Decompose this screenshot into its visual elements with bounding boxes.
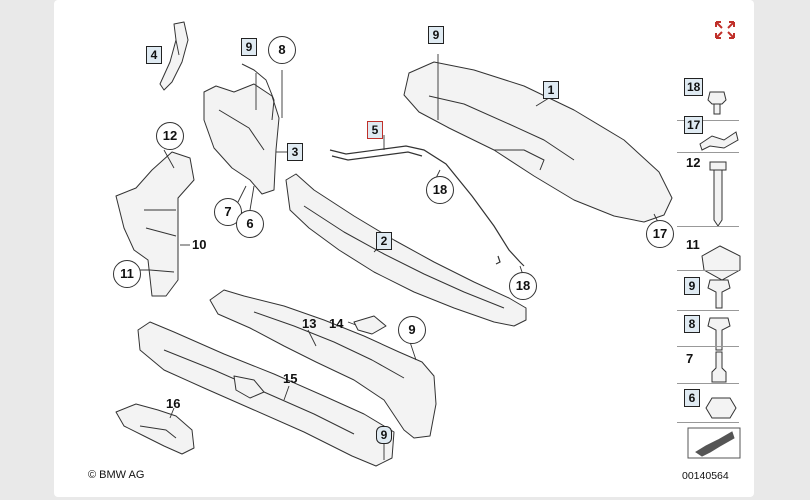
legend-screw-12-icon — [709, 161, 727, 227]
callout-18[interactable]: 18 — [426, 176, 454, 204]
legend-bolt-8-icon — [707, 317, 731, 351]
callout-9[interactable]: 9 — [428, 26, 444, 44]
callout-5[interactable]: 5 — [367, 121, 383, 139]
legend-screw-9-icon — [707, 279, 731, 309]
part-4-shape — [159, 21, 189, 91]
legend-divider — [677, 120, 739, 121]
callout-12[interactable]: 12 — [156, 122, 184, 150]
parts-illustration — [115, 21, 741, 467]
legend-label-11[interactable]: 11 — [686, 237, 700, 252]
diagram-panel: 1 2 3 4 5 9 9 8 7 6 12 11 18 18 17 9 10 … — [54, 0, 754, 497]
label-13[interactable]: 13 — [302, 316, 317, 331]
callout-3[interactable]: 3 — [287, 143, 303, 161]
callout-6[interactable]: 6 — [236, 210, 264, 238]
part-3-shape — [203, 83, 280, 195]
legend-divider — [677, 346, 739, 347]
label-16[interactable]: 16 — [166, 396, 181, 411]
part-10-shape — [115, 151, 195, 297]
callout-18[interactable]: 18 — [509, 272, 537, 300]
callout-9[interactable]: 9 — [376, 426, 392, 444]
legend-clip-11-icon — [701, 245, 741, 281]
part-13-shape — [209, 289, 437, 439]
legend-label-9[interactable]: 9 — [684, 277, 700, 295]
callout-2[interactable]: 2 — [376, 232, 392, 250]
document-number: 00140564 — [682, 470, 729, 482]
callout-9[interactable]: 9 — [241, 38, 257, 56]
part-5-shape — [329, 145, 525, 267]
callout-11[interactable]: 11 — [113, 260, 141, 288]
part-15-shape — [137, 321, 395, 467]
legend-divider — [677, 383, 739, 384]
legend-screw-18-icon — [707, 91, 727, 115]
legend-rivet-7-icon — [711, 351, 727, 383]
legend-label-18[interactable]: 18 — [684, 78, 704, 96]
callout-9-circle[interactable]: 9 — [398, 316, 426, 344]
part-2-shape — [285, 173, 527, 327]
part-1-shape — [403, 61, 673, 223]
callout-8[interactable]: 8 — [268, 36, 296, 64]
legend-label-12[interactable]: 12 — [686, 155, 701, 170]
part-14-shape — [353, 315, 387, 335]
legend-divider — [677, 270, 739, 271]
copyright-text: © BMW AG — [88, 469, 145, 481]
legend-divider — [677, 152, 739, 153]
legend-label-8[interactable]: 8 — [684, 315, 700, 333]
legend-label-7[interactable]: 7 — [686, 351, 694, 366]
legend-label-6[interactable]: 6 — [684, 389, 700, 407]
part-16-shape — [115, 403, 195, 455]
legend-bracket-17-icon — [699, 131, 739, 151]
callout-1[interactable]: 1 — [543, 81, 559, 99]
callout-17[interactable]: 17 — [646, 220, 674, 248]
legend-divider — [677, 226, 739, 227]
label-10[interactable]: 10 — [192, 237, 207, 252]
legend-label-17[interactable]: 17 — [684, 116, 704, 134]
callout-4[interactable]: 4 — [146, 46, 162, 64]
legend-nut-6-icon — [705, 397, 737, 419]
label-15[interactable]: 15 — [283, 371, 298, 386]
legend-divider — [677, 310, 739, 311]
label-14[interactable]: 14 — [329, 316, 344, 331]
legend-divider — [677, 422, 739, 423]
expand-icon[interactable] — [714, 20, 736, 40]
